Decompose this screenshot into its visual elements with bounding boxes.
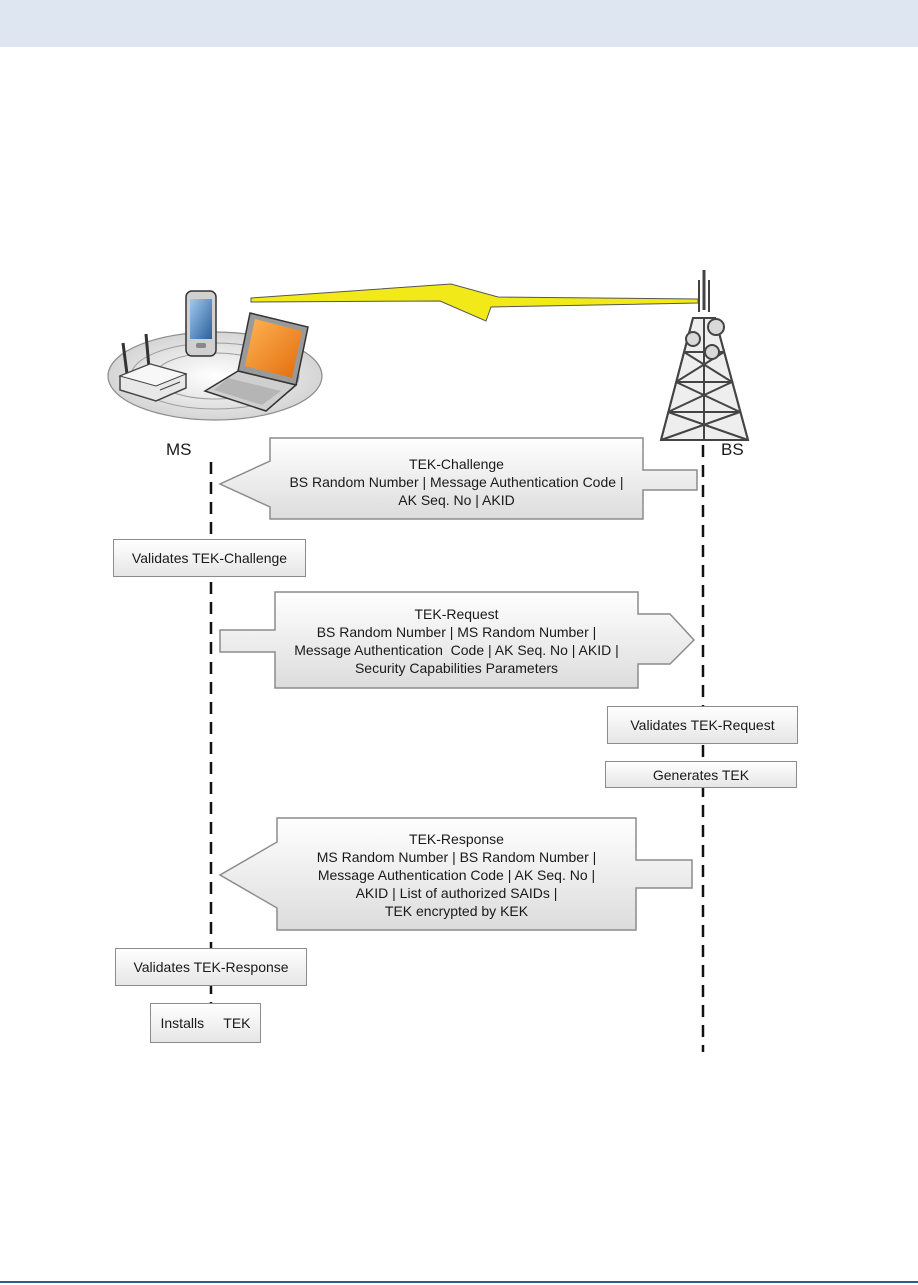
message-line: BS Random Number | MS Random Number | bbox=[316, 624, 597, 640]
message-line: AK Seq. No | AKID bbox=[398, 492, 515, 508]
tek-response-text: TEK-Response MS Random Number | BS Rando… bbox=[277, 830, 636, 920]
installs-tek-box: Installs TEK bbox=[150, 1003, 261, 1043]
message-line: BS Random Number | Message Authenticatio… bbox=[289, 474, 624, 490]
phone-icon bbox=[185, 290, 217, 357]
message-title: TEK-Challenge bbox=[409, 456, 504, 472]
message-line: MS Random Number | BS Random Number | bbox=[316, 849, 597, 865]
tek-response-arrow bbox=[218, 817, 693, 931]
tek-request-arrow bbox=[219, 591, 696, 689]
ms-label: MS bbox=[166, 440, 192, 459]
message-title: TEK-Request bbox=[414, 606, 499, 622]
laptop-icon bbox=[203, 312, 309, 412]
validates-tek-response-box: Validates TEK-Response bbox=[115, 948, 307, 986]
message-title: TEK-Response bbox=[409, 831, 504, 847]
tek-challenge-arrow bbox=[218, 437, 698, 520]
header-band bbox=[0, 0, 918, 47]
message-line: Security Capabilities Parameters bbox=[354, 660, 559, 676]
tek-request-text: TEK-Request BS Random Number | MS Random… bbox=[275, 605, 638, 677]
generates-tek-box: Generates TEK bbox=[605, 761, 797, 788]
message-line: Message Authentication Code | AK Seq. No… bbox=[317, 867, 596, 883]
message-line: TEK encrypted by KEK bbox=[384, 903, 529, 919]
message-line: Message Authentication Code | AK Seq. No… bbox=[294, 642, 619, 658]
message-line: AKID | List of authorized SAIDs | bbox=[355, 885, 558, 901]
validates-tek-challenge-box: Validates TEK-Challenge bbox=[113, 539, 306, 577]
radio-tower-icon bbox=[659, 270, 750, 441]
router-icon bbox=[118, 333, 188, 402]
validates-tek-request-box: Validates TEK-Request bbox=[607, 706, 798, 744]
bs-label: BS bbox=[721, 440, 744, 459]
footer-rule bbox=[0, 1281, 918, 1283]
tek-challenge-text: TEK-Challenge BS Random Number | Message… bbox=[270, 455, 643, 509]
wireless-link-icon bbox=[250, 283, 699, 322]
